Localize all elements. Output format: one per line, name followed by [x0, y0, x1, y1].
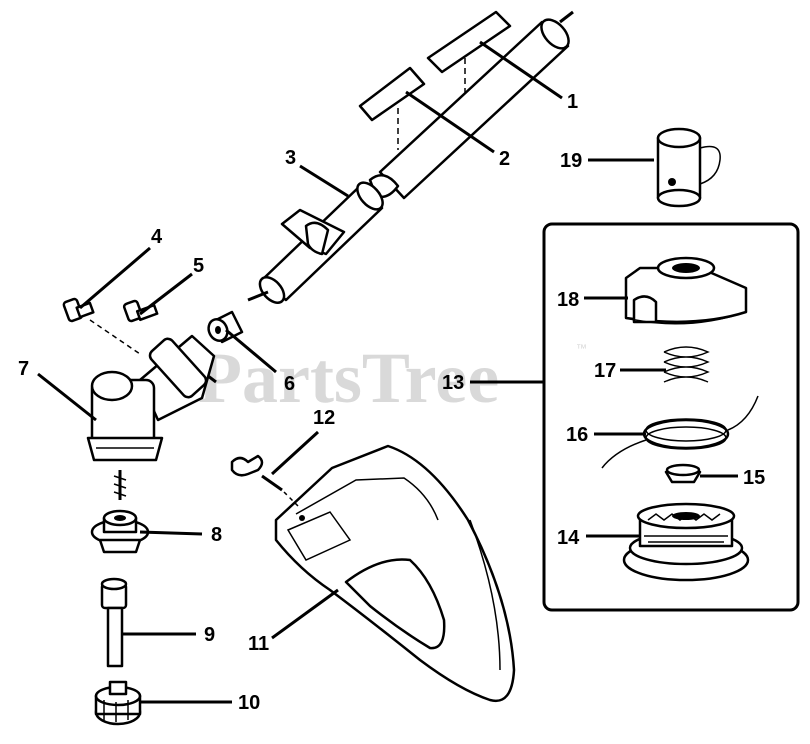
part-11-guard	[274, 444, 516, 703]
part-19-hanger	[656, 127, 721, 208]
callout-1: 1	[567, 91, 578, 113]
callout-3: 3	[285, 147, 296, 169]
callout-16: 16	[566, 424, 588, 446]
watermark-text: PartsTree	[198, 338, 499, 418]
callout-numbers: 1 2 3 4 5 6 7 8 9 10 11 12 13 14 15 16 1…	[18, 91, 765, 714]
part-2-decal	[358, 66, 426, 150]
leader-lines	[37, 40, 738, 704]
callout-5: 5	[193, 255, 204, 277]
callout-12: 12	[313, 407, 335, 429]
callout-2: 2	[499, 148, 510, 170]
part-15-eyelet	[664, 463, 702, 484]
callout-4: 4	[151, 226, 163, 248]
part-7-gear-head	[86, 334, 217, 462]
callout-15: 15	[743, 467, 765, 489]
part-16-trimmer-line	[601, 395, 759, 469]
watermark-trademark: ™	[576, 343, 587, 355]
callout-8: 8	[211, 524, 222, 546]
callout-9: 9	[204, 624, 215, 646]
callout-17: 17	[594, 360, 616, 382]
callout-11: 11	[248, 633, 269, 655]
part-18-spool-cover	[624, 256, 748, 325]
callout-6: 6	[284, 373, 295, 395]
part-12-wing-screw	[230, 454, 299, 507]
callout-10: 10	[238, 692, 260, 714]
callout-19: 19	[560, 150, 582, 172]
part-5-screw	[122, 299, 159, 323]
part-6-bushing	[207, 310, 244, 344]
part-13-spool-assembly-box	[542, 222, 800, 612]
callout-18: 18	[557, 289, 579, 311]
callout-13: 13	[442, 372, 464, 394]
part-3-lower-shaft	[247, 181, 384, 304]
part-10-knob	[94, 680, 142, 726]
callout-14: 14	[557, 527, 580, 549]
callout-7: 7	[18, 358, 29, 380]
part-17-spring	[663, 346, 710, 383]
part-8-washer	[90, 470, 150, 554]
part-14-spool-hub	[622, 502, 750, 582]
part-9-spacer	[100, 577, 128, 668]
